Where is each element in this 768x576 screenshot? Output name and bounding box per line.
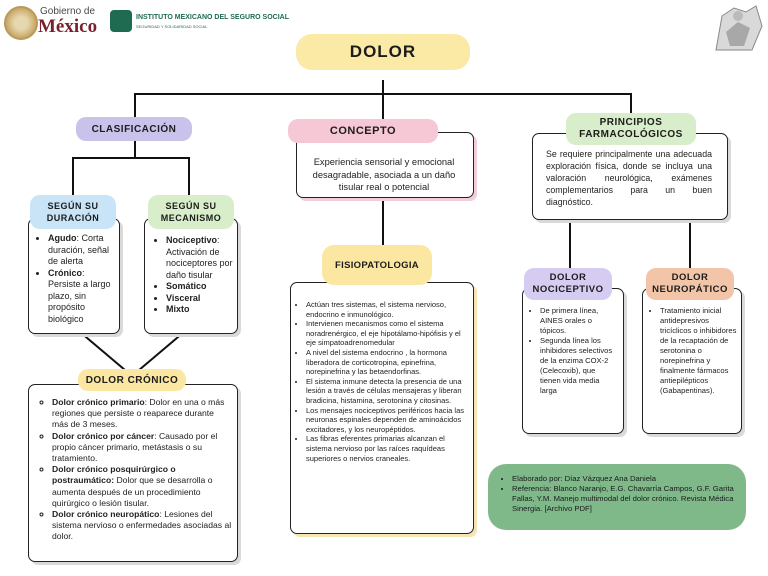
duracion-list: Agudo: Corta duración, señal de alerta C… xyxy=(34,233,114,325)
list-item: Dolor crónico neuropático: Lesiones del … xyxy=(52,509,232,543)
mecanismo-label: SEGÚN SU MECANISMO xyxy=(148,195,234,229)
dolor-cronico-label: DOLOR CRÓNICO xyxy=(78,369,186,391)
nociceptivo-box xyxy=(522,288,624,434)
list-item: Actúan tres sistemas, el sistema nervios… xyxy=(306,300,468,319)
list-item: Las fibras eferentes primarias alcanzan … xyxy=(306,434,468,463)
concepto-box xyxy=(296,132,474,198)
imss-eagle-icon xyxy=(110,10,132,32)
list-item: Intervienen mecanismos como el sistema n… xyxy=(306,319,468,348)
list-item: Somático xyxy=(166,281,234,293)
clasificacion-label: CLASIFICACIÓN xyxy=(76,117,192,141)
list-item: Crónico: Persiste a largo plazo, sin pro… xyxy=(48,268,114,326)
dolor-cronico-list: Dolor crónico primario: Dolor en una o m… xyxy=(36,397,232,543)
list-item: Los mensajes nociceptivos periféricos ha… xyxy=(306,406,468,435)
list-item: Agudo: Corta duración, señal de alerta xyxy=(48,233,114,268)
principios-label: PRINCIPIOS FARMACOLÓGICOS xyxy=(566,113,696,145)
imss-logo: INSTITUTO MEXICANO DEL SEGURO SOCIAL SEG… xyxy=(110,10,290,36)
list-item: Elaborado por: Díaz Vázquez Ana Daniela xyxy=(512,474,736,484)
concepto-text: Experiencia sensorial y emocional desagr… xyxy=(312,157,456,192)
gobierno-logo: Gobierno de México xyxy=(4,4,104,40)
imss-line2: SEGURIDAD Y SOLIDARIDAD SOCIAL xyxy=(136,24,208,29)
title-pill: DOLOR xyxy=(296,34,470,70)
mecanismo-list: Nociceptivo: Activación de nociceptores … xyxy=(152,235,234,316)
principios-text: Se requiere principalmente una adecuada … xyxy=(546,149,712,207)
neuropatico-list: Tratamiento inicial antidepresivos tricí… xyxy=(648,306,738,396)
neuropatico-box xyxy=(642,288,742,434)
corner-illustration xyxy=(712,2,766,52)
cronico-connector xyxy=(79,331,185,377)
credits-list: Elaborado por: Díaz Vázquez Ana Daniela … xyxy=(500,474,736,514)
fisiopatologia-label: FISIOPATOLOGIA xyxy=(322,245,432,285)
list-item: Referencia: Blanco Naranjo, E.G. Chavarr… xyxy=(512,484,736,514)
list-item: A nivel del sistema endocrino , la hormo… xyxy=(306,348,468,377)
principios-box xyxy=(532,133,728,220)
list-item: Mixto xyxy=(166,304,234,316)
list-item: Dolor crónico primario: Dolor en una o m… xyxy=(52,397,232,431)
nociceptivo-label: DOLOR NOCICEPTIVO xyxy=(524,268,612,300)
mecanismo-box xyxy=(144,218,238,334)
concepto-label: CONCEPTO xyxy=(288,119,438,143)
nociceptivo-list: De primera línea, AINES orales o tópicos… xyxy=(528,306,618,396)
imss-line1: INSTITUTO MEXICANO DEL SEGURO SOCIAL xyxy=(136,14,289,21)
list-item: Dolor crónico por cáncer: Causado por el… xyxy=(52,431,232,465)
duracion-label: SEGÚN SU DURACIÓN xyxy=(30,195,116,229)
dolor-cronico-box xyxy=(28,384,238,562)
list-item: De primera línea, AINES orales o tópicos… xyxy=(540,306,618,336)
list-item: Dolor crónico posquirúrgico o postraumát… xyxy=(52,464,232,509)
page-title: DOLOR xyxy=(349,42,417,61)
list-item: El sistema inmune detecta la presencia d… xyxy=(306,377,468,406)
list-item: Tratamiento inicial antidepresivos tricí… xyxy=(660,306,738,396)
gobierno-line1: Gobierno de xyxy=(40,6,96,17)
fisiopatologia-list: Actúan tres sistemas, el sistema nervios… xyxy=(296,300,468,463)
credits-box: Elaborado por: Díaz Vázquez Ana Daniela … xyxy=(488,464,746,530)
list-item: Segunda línea los inhibidores selectivos… xyxy=(540,336,618,396)
list-item: Visceral xyxy=(166,293,234,305)
seal-icon xyxy=(4,6,38,40)
gobierno-line2: México xyxy=(38,16,98,37)
neuropatico-label: DOLOR NEUROPÁTICO xyxy=(646,268,734,300)
list-item: Nociceptivo: Activación de nociceptores … xyxy=(166,235,234,281)
